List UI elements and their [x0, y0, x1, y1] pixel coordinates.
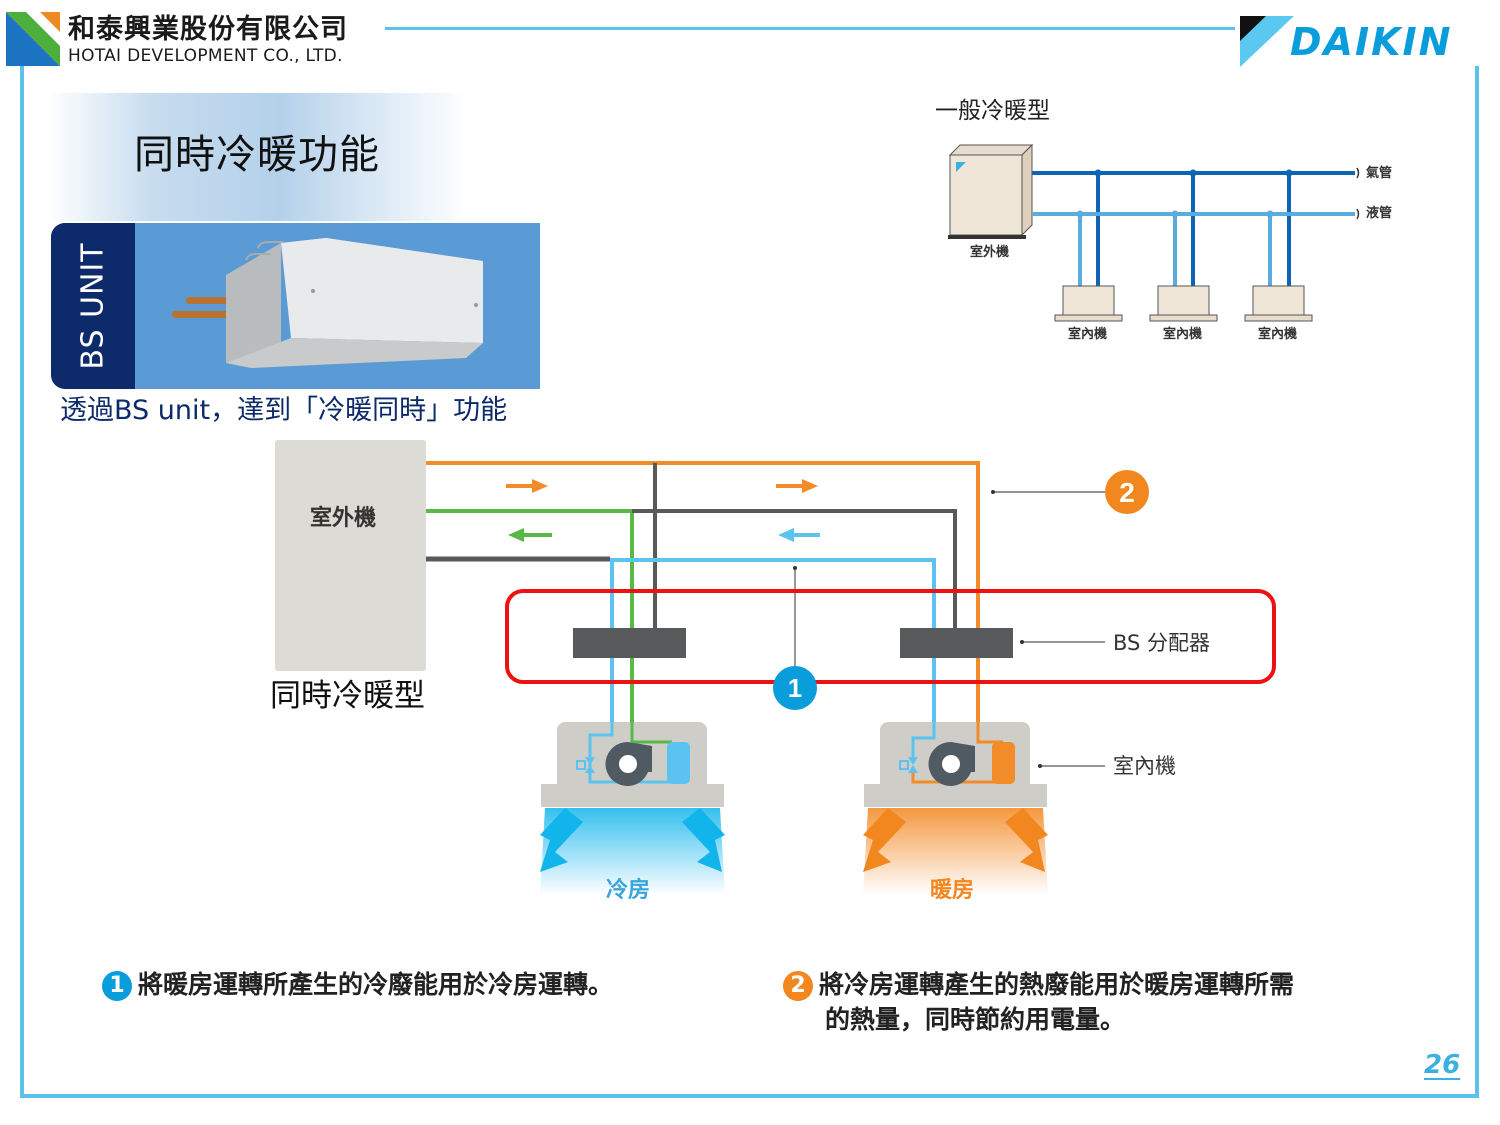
outdoor-unit-box [275, 440, 426, 671]
general-indoor-label: 室內機 [1163, 327, 1203, 342]
general-indoor-label: 室內機 [1258, 327, 1298, 342]
simultaneous-type-label: 同時冷暖型 [270, 678, 425, 714]
general-outdoor-label: 室外機 [970, 245, 1010, 260]
heating-mode-label: 暖房 [930, 878, 975, 903]
company-name-zh: 和泰興業股份有限公司 [68, 14, 348, 45]
callout-badge-1-label: 1 [788, 673, 802, 703]
title-band [48, 93, 468, 221]
note-2-badge: 2 [783, 971, 813, 1001]
callout-badge-1: 1 [773, 666, 817, 710]
liquid-pipe-loop [610, 558, 936, 740]
gas-pipe-label: 氣管 [1366, 166, 1393, 181]
flow-arrow-left [778, 528, 820, 542]
header-divider [385, 27, 1235, 30]
bs-unit-caption: 透過BS unit，達到「冷暖同時」功能 [60, 395, 508, 426]
hot-gas-pipe [426, 461, 980, 740]
bs-unit-right [900, 628, 1013, 658]
bs-distributor-label: BS 分配器 [1113, 631, 1211, 655]
frame-border-left [20, 66, 24, 1098]
general-diagram-title: 一般冷暖型 [935, 98, 1050, 124]
daikin-logo-icon [1240, 16, 1294, 67]
flow-arrow-right [506, 479, 548, 493]
general-indoor-label: 室內機 [1068, 327, 1108, 342]
liquid-pipe-label: 液管 [1366, 206, 1393, 221]
callout-badge-2-label: 2 [1119, 477, 1135, 508]
hotai-logo-icon [6, 12, 60, 66]
note-2-text-line2: 的熱量，同時節約用電量。 [825, 1005, 1126, 1034]
note-2-continuation: 的熱量，同時節約用電量。 [825, 1003, 1125, 1037]
note-1-text: 將暖房運轉所產生的冷廢能用於冷房運轉。 [138, 970, 614, 999]
outdoor-unit-label: 室外機 [310, 506, 377, 531]
daikin-brand-text: DAIKIN [1290, 20, 1453, 64]
callout-badge-2: 2 [1105, 470, 1149, 514]
slide-title: 同時冷暖功能 [134, 132, 380, 178]
bs-unit-left [573, 628, 686, 658]
flow-arrow-left [508, 528, 552, 542]
page-number: 26 [1424, 1050, 1461, 1080]
frame-border-bottom [20, 1094, 1479, 1098]
general-indoor-unit [1244, 285, 1313, 322]
indoor-unit-cooling [540, 715, 725, 895]
cooling-mode-label: 冷房 [606, 878, 651, 903]
frame-border-right [1475, 66, 1479, 1098]
dark-pipe-upper [632, 509, 957, 630]
flow-arrow-right [776, 479, 818, 493]
general-indoor-unit [1054, 285, 1123, 322]
general-indoor-unit [1149, 285, 1218, 322]
indoor-unit-heating [863, 715, 1048, 895]
suction-pipe [426, 509, 634, 740]
general-outdoor-unit [948, 143, 1034, 239]
bs-unit-product-image [172, 238, 483, 368]
note-1-badge: 1 [102, 971, 132, 1001]
bs-unit-tab: BS UNIT [51, 223, 135, 389]
bs-unit-panel: BS UNIT [51, 223, 540, 389]
indoor-unit-label: 室內機 [1113, 754, 1176, 778]
company-name-en: HOTAI DEVELOPMENT CO., LTD. [68, 46, 343, 66]
note-2-text-line1: 將冷房運轉產生的熱廢能用於暖房運轉所需 [819, 970, 1295, 999]
